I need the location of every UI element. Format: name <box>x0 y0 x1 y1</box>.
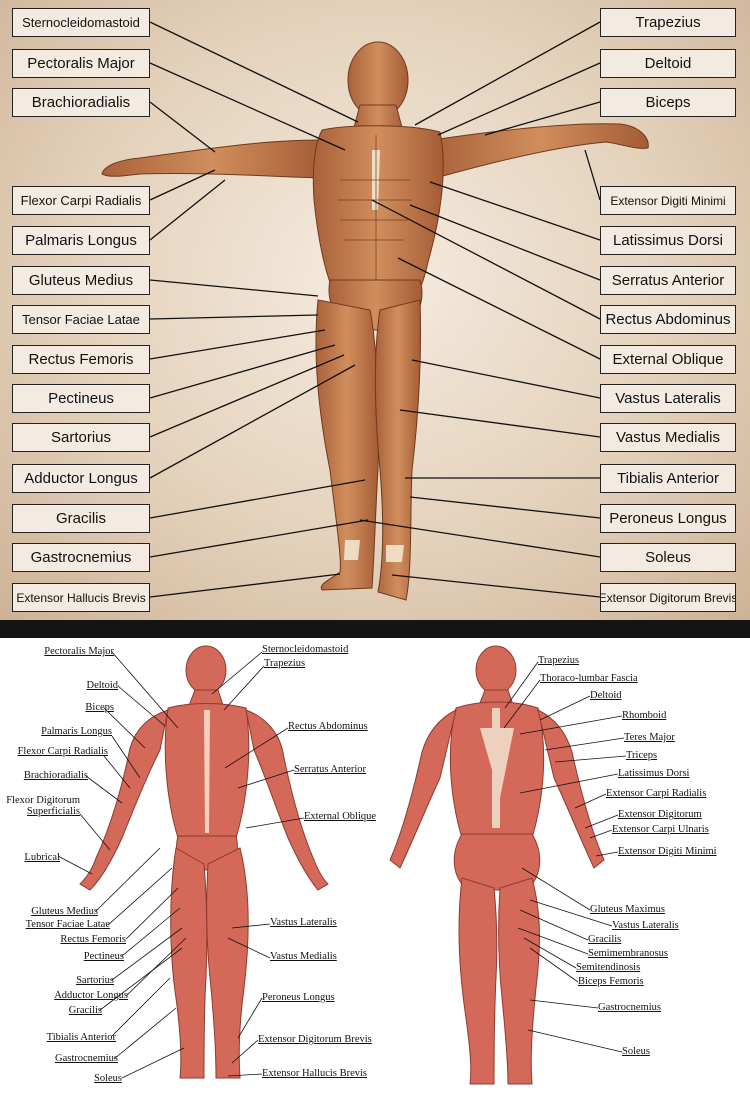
label-serratus-anterior: Serratus Anterior <box>600 266 736 295</box>
front-label-trapezius: Trapezius <box>264 658 306 669</box>
label-extensor-digitorum-brevis: Extensor Digitorum Brevis <box>600 583 736 612</box>
front-label-extensor-hallucis-brevis: Extensor Hallucis Brevis <box>262 1068 367 1079</box>
front-label-palmaris-longus: Palmaris Longus <box>41 726 112 737</box>
back-label-gluteus-maximus: Gluteus Maximus <box>590 904 665 915</box>
front-label-lubrical: Lubrical <box>24 852 60 863</box>
back-label-trapezius: Trapezius <box>538 655 580 666</box>
label-peroneus-longus: Peroneus Longus <box>600 504 736 533</box>
label-gastrocnemius: Gastrocnemius <box>12 543 150 572</box>
front-label-gluteus-medius: Gluteus Medius <box>31 906 98 917</box>
label-sternocleidomastoid: Sternocleidomastoid <box>12 8 150 37</box>
front-label-adductor-longus: Adductor Longus <box>54 990 128 1001</box>
label-rectus-femoris: Rectus Femoris <box>12 345 150 374</box>
front-label-pectoralis-major: Pectoralis Major <box>44 646 114 657</box>
back-label-extensor-digitorum: Extensor Digitorum <box>618 809 702 820</box>
label-biceps: Biceps <box>600 88 736 117</box>
front-label-gracilis: Gracilis <box>68 1005 102 1016</box>
panel-divider <box>0 620 750 638</box>
label-sartorius: Sartorius <box>12 423 150 452</box>
label-gluteus-medius: Gluteus Medius <box>12 266 150 295</box>
front-label-vastus-medialis: Vastus Medialis <box>270 951 337 962</box>
front-label-flexor-digitorum: Flexor Digitorum <box>6 795 80 806</box>
back-label-triceps: Triceps <box>626 750 658 761</box>
label-pectoralis-major: Pectoralis Major <box>12 49 150 78</box>
bottom-muscle-figures <box>57 645 627 1085</box>
front-label-biceps: Biceps <box>85 702 114 713</box>
front-label-external-oblique: External Oblique <box>304 811 377 822</box>
front-label-brachioradialis: Brachioradialis <box>23 770 88 781</box>
back-label-latissimus-dorsi: Latissimus Dorsi <box>618 768 690 779</box>
back-label-extensor-carpi-radialis: Extensor Carpi Radialis <box>606 788 707 799</box>
label-deltoid: Deltoid <box>600 49 736 78</box>
label-rectus-abdominus: Rectus Abdominus <box>600 305 736 334</box>
bottom-panel <box>0 638 750 1098</box>
label-soleus: Soleus <box>600 543 736 572</box>
back-label-semitendinosis: Semitendinosis <box>576 962 641 973</box>
back-label-gracilis: Gracilis <box>588 934 622 945</box>
front-label-vastus-lateralis: Vastus Lateralis <box>270 917 337 928</box>
front-label-pectineus: Pectineus <box>83 951 124 962</box>
front-label-rectus-femoris: Rectus Femoris <box>60 934 126 945</box>
label-flexor-carpi-radialis: Flexor Carpi Radialis <box>12 186 150 215</box>
label-external-oblique: External Oblique <box>600 345 736 374</box>
label-vastus-lateralis: Vastus Lateralis <box>600 384 736 413</box>
label-extensor-hallucis-brevis: Extensor Hallucis Brevis <box>12 583 150 612</box>
label-pectineus: Pectineus <box>12 384 150 413</box>
front-label-superficialis: Superficialis <box>26 806 80 817</box>
label-latissimus-dorsi: Latissimus Dorsi <box>600 226 736 255</box>
label-extensor-digiti-minimi: Extensor Digiti Minimi <box>600 186 736 215</box>
label-tensor-faciae-latae: Tensor Faciae Latae <box>12 305 150 334</box>
front-label-deltoid: Deltoid <box>86 680 119 691</box>
back-label-vastus-lateralis: Vastus Lateralis <box>612 920 679 931</box>
front-label-tensor-faciae-latae: Tensor Faciae Latae <box>25 919 110 930</box>
back-label-biceps-femoris: Biceps Femoris <box>578 976 644 987</box>
label-tibialis-anterior: Tibialis Anterior <box>600 464 736 493</box>
front-label-rectus-abdominus: Rectus Abdominus <box>288 721 368 732</box>
front-label-peroneus-longus: Peroneus Longus <box>262 992 335 1003</box>
front-label-soleus: Soleus <box>93 1073 122 1084</box>
label-adductor-longus: Adductor Longus <box>12 464 150 493</box>
front-label-sternocleidomastoid: Sternocleidomastoid <box>262 644 349 655</box>
back-label-thoraco-lumbar-fascia: Thoraco-lumbar Fascia <box>540 673 638 684</box>
label-trapezius: Trapezius <box>600 8 736 37</box>
front-label-tibialis-anterior: Tibialis Anterior <box>46 1032 116 1043</box>
top-muscle-figure <box>101 21 649 601</box>
front-label-extensor-digitorum-brevis: Extensor Digitorum Brevis <box>258 1034 372 1045</box>
front-label-serratus-anterior: Serratus Anterior <box>294 764 367 775</box>
label-vastus-medialis: Vastus Medialis <box>600 423 736 452</box>
back-label-gastrocnemius: Gastrocnemius <box>598 1002 661 1013</box>
front-label-flexor-carpi-radialis: Flexor Carpi Radialis <box>17 746 108 757</box>
label-brachioradialis: Brachioradialis <box>12 88 150 117</box>
back-label-deltoid: Deltoid <box>590 690 622 701</box>
label-palmaris-longus: Palmaris Longus <box>12 226 150 255</box>
back-label-teres-major: Teres Major <box>624 732 675 743</box>
front-label-sartorius: Sartorius <box>76 975 114 986</box>
back-label-soleus: Soleus <box>622 1046 651 1057</box>
back-label-rhomboid: Rhomboid <box>622 710 667 721</box>
back-label-semimembranosus: Semimembranosus <box>588 948 668 959</box>
back-label-extensor-carpi-ulnaris: Extensor Carpi Ulnaris <box>612 824 709 835</box>
front-label-gastrocnemius: Gastrocnemius <box>55 1053 118 1064</box>
back-label-extensor-digiti-minimi: Extensor Digiti Minimi <box>618 846 717 857</box>
label-gracilis: Gracilis <box>12 504 150 533</box>
